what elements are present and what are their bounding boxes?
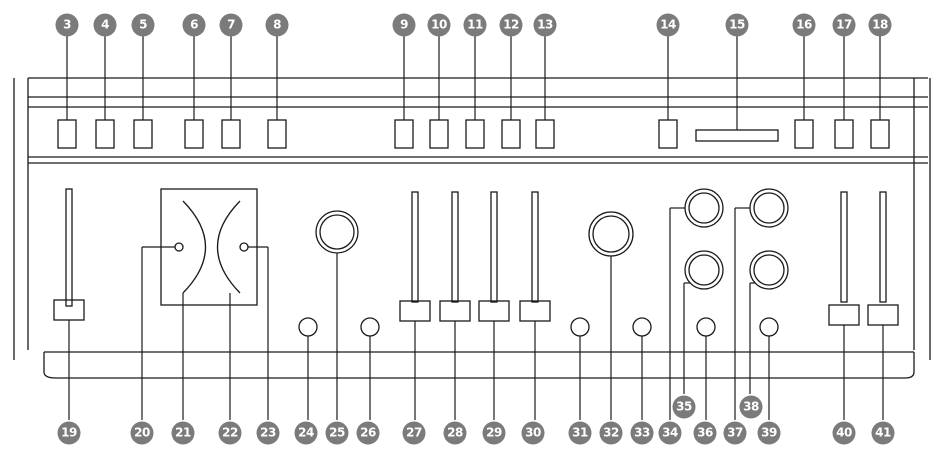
button-9	[394, 119, 414, 149]
callout-17: 17	[832, 13, 856, 37]
fader-41-knob	[867, 304, 899, 326]
knob-32-outer	[588, 211, 634, 257]
callout-9: 9	[392, 13, 416, 37]
fader-27-track	[411, 191, 419, 303]
callout-11: 11	[463, 13, 487, 37]
knob-25-outer	[315, 210, 359, 254]
round-button-33	[632, 317, 652, 337]
round-button-36	[696, 317, 716, 337]
callout-5: 5	[131, 13, 155, 37]
meter-indicator-20	[174, 242, 184, 252]
button-10	[429, 119, 449, 149]
callout-10: 10	[427, 13, 451, 37]
callout-24: 24	[294, 421, 318, 445]
callout-23: 23	[256, 421, 280, 445]
button-16	[794, 119, 814, 149]
callout-28: 28	[443, 421, 467, 445]
top-buttons	[57, 119, 890, 149]
button-12	[501, 119, 521, 149]
round-button-24	[298, 317, 318, 337]
button-6	[184, 119, 204, 149]
callout-18: 18	[868, 13, 892, 37]
callout-27: 27	[402, 421, 426, 445]
callout-25: 25	[325, 421, 349, 445]
knob-38-inner	[753, 254, 785, 286]
callout-7: 7	[219, 13, 243, 37]
callout-33: 33	[630, 421, 654, 445]
knob-38-outer	[749, 250, 789, 290]
callout-16: 16	[792, 13, 816, 37]
fader-19-track	[65, 188, 73, 307]
fader-29-knob	[478, 300, 510, 322]
callout-8: 8	[265, 13, 289, 37]
callout-35: 35	[672, 395, 696, 419]
button-7	[221, 119, 241, 149]
display-window-15	[695, 129, 779, 142]
callout-14: 14	[656, 13, 680, 37]
fader-40-knob	[828, 304, 860, 326]
fader-40-track	[840, 191, 848, 303]
callout-6: 6	[182, 13, 206, 37]
button-17	[834, 119, 854, 149]
meter-indicator-23	[239, 242, 249, 252]
button-8	[267, 119, 287, 149]
callout-15: 15	[725, 13, 749, 37]
callout-39: 39	[757, 421, 781, 445]
callout-36: 36	[693, 421, 717, 445]
knob-35-outer	[684, 250, 724, 290]
callout-31: 31	[568, 421, 592, 445]
callout-29: 29	[482, 421, 506, 445]
knob-34-inner	[688, 192, 720, 224]
callout-38: 38	[739, 395, 763, 419]
round-button-31	[570, 317, 590, 337]
callout-20: 20	[130, 421, 154, 445]
fader-28-track	[451, 191, 459, 303]
button-3	[57, 119, 77, 149]
meter-arc-21	[182, 200, 206, 294]
callout-30: 30	[521, 421, 545, 445]
knob-25-inner	[319, 214, 355, 250]
callout-26: 26	[356, 421, 380, 445]
fader-30-track	[531, 191, 539, 303]
round-button-39	[759, 317, 779, 337]
button-18	[870, 119, 890, 149]
knob-32-inner	[592, 215, 630, 253]
callout-40: 40	[832, 421, 856, 445]
fader-27-knob	[399, 300, 431, 322]
fader-41-track	[879, 191, 887, 303]
round-button-26	[360, 317, 380, 337]
fader-30-knob	[519, 300, 551, 322]
knob-34-outer	[684, 188, 724, 228]
callout-12: 12	[499, 13, 523, 37]
fader-19-knob	[53, 299, 85, 321]
callout-4: 4	[93, 13, 117, 37]
callout-34: 34	[658, 421, 682, 445]
callout-37: 37	[723, 421, 747, 445]
callout-21: 21	[171, 421, 195, 445]
callout-13: 13	[533, 13, 557, 37]
fader-28-knob	[439, 300, 471, 322]
button-13	[535, 119, 555, 149]
fader-29-track	[490, 191, 498, 303]
callout-3: 3	[55, 13, 79, 37]
button-4	[95, 119, 115, 149]
callout-41: 41	[871, 421, 895, 445]
button-14	[658, 119, 678, 149]
callout-22: 22	[218, 421, 242, 445]
callout-32: 32	[599, 421, 623, 445]
knob-37-outer	[749, 188, 789, 228]
knob-35-inner	[688, 254, 720, 286]
callout-19: 19	[57, 421, 81, 445]
button-5	[133, 119, 153, 149]
leader-lines	[66, 34, 884, 420]
panel-bottom-lip	[43, 352, 915, 379]
button-11	[465, 119, 485, 149]
knob-37-inner	[753, 192, 785, 224]
meter-arc-22	[217, 200, 241, 294]
